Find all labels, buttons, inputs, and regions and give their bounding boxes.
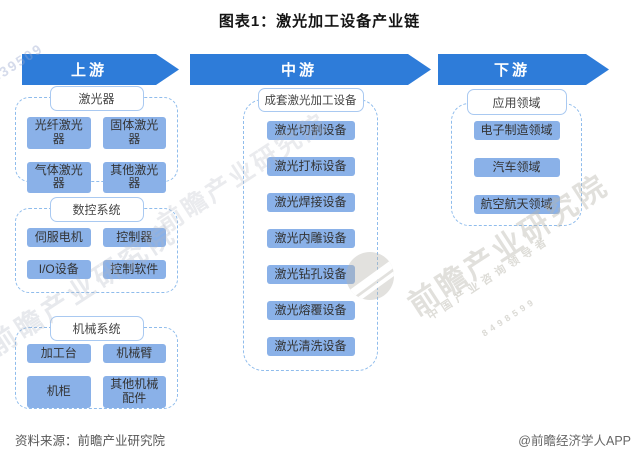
item-gas-laser: 气体激光器 bbox=[27, 161, 91, 194]
source-note: 资料来源：前瞻产业研究院 bbox=[15, 434, 166, 448]
item-other-laser: 其他激光器 bbox=[102, 161, 166, 194]
item-aerospace-field: 航空航天领域 bbox=[473, 195, 560, 214]
item-servo-motor: 伺服电机 bbox=[27, 228, 91, 247]
group-application-fields: 应用领域 电子制造领域 汽车领域 航空航天领域 bbox=[451, 89, 582, 226]
watermark-side-digits: 8498599 bbox=[480, 295, 539, 339]
group-mechanical-system: 机械系统 加工台 机械臂 机柜 其他机械配件 bbox=[15, 316, 178, 409]
group-laser-equipment-header: 成套激光加工设备 bbox=[257, 88, 364, 112]
watermark-tagline: 中国产业咨询领导者 bbox=[425, 234, 553, 323]
group-cnc-system-items: 伺服电机 控制器 I/O设备 控制软件 bbox=[27, 228, 166, 279]
page-title: 图表1：激光加工设备产业链 bbox=[218, 13, 421, 30]
item-other-mech-parts: 其他机械配件 bbox=[102, 376, 166, 408]
item-laser-drilling: 激光钻孔设备 bbox=[266, 265, 355, 284]
item-laser-marking: 激光打标设备 bbox=[266, 157, 355, 176]
stage-arrow-downstream: 下游 bbox=[438, 54, 609, 85]
item-cabinet: 机柜 bbox=[27, 376, 91, 408]
stage-arrow-upstream: 上游 bbox=[22, 54, 179, 85]
item-robot-arm: 机械臂 bbox=[102, 344, 166, 363]
group-cnc-system: 数控系统 伺服电机 控制器 I/O设备 控制软件 bbox=[15, 197, 178, 293]
group-application-fields-header: 应用领域 bbox=[466, 89, 567, 115]
group-lasers-items: 光纤激光器 固体激光器 气体激光器 其他激光器 bbox=[27, 117, 166, 194]
item-fiber-laser: 光纤激光器 bbox=[27, 117, 91, 149]
group-laser-equipment: 成套激光加工设备 激光切割设备 激光打标设备 激光焊接设备 激光内雕设备 激光钻… bbox=[243, 88, 378, 371]
group-mechanical-system-header: 机械系统 bbox=[49, 316, 144, 341]
stage-arrow-midstream: 中游 bbox=[190, 54, 431, 85]
item-laser-cladding: 激光熔覆设备 bbox=[266, 301, 355, 320]
item-automotive-field: 汽车领域 bbox=[473, 158, 560, 177]
item-work-table: 加工台 bbox=[27, 344, 91, 363]
item-laser-welding: 激光焊接设备 bbox=[266, 193, 355, 212]
group-mechanical-system-items: 加工台 机械臂 机柜 其他机械配件 bbox=[27, 344, 166, 408]
group-cnc-system-header: 数控系统 bbox=[49, 197, 144, 222]
group-lasers-header: 激光器 bbox=[49, 86, 144, 111]
group-application-fields-items: 电子制造领域 汽车领域 航空航天领域 bbox=[452, 121, 581, 214]
item-laser-cutting: 激光切割设备 bbox=[266, 121, 355, 140]
item-solid-laser: 固体激光器 bbox=[102, 117, 166, 149]
item-control-software: 控制软件 bbox=[102, 260, 166, 279]
item-laser-cleaning: 激光清洗设备 bbox=[266, 337, 355, 356]
item-io-device: I/O设备 bbox=[27, 260, 91, 279]
group-laser-equipment-items: 激光切割设备 激光打标设备 激光焊接设备 激光内雕设备 激光钻孔设备 激光熔覆设… bbox=[244, 121, 377, 356]
item-laser-engraving: 激光内雕设备 bbox=[266, 229, 355, 248]
credit-note: @前瞻经济学人APP bbox=[518, 434, 631, 448]
item-electronics-field: 电子制造领域 bbox=[473, 121, 560, 140]
group-lasers: 激光器 光纤激光器 固体激光器 气体激光器 其他激光器 bbox=[15, 86, 178, 194]
item-controller: 控制器 bbox=[102, 228, 166, 247]
